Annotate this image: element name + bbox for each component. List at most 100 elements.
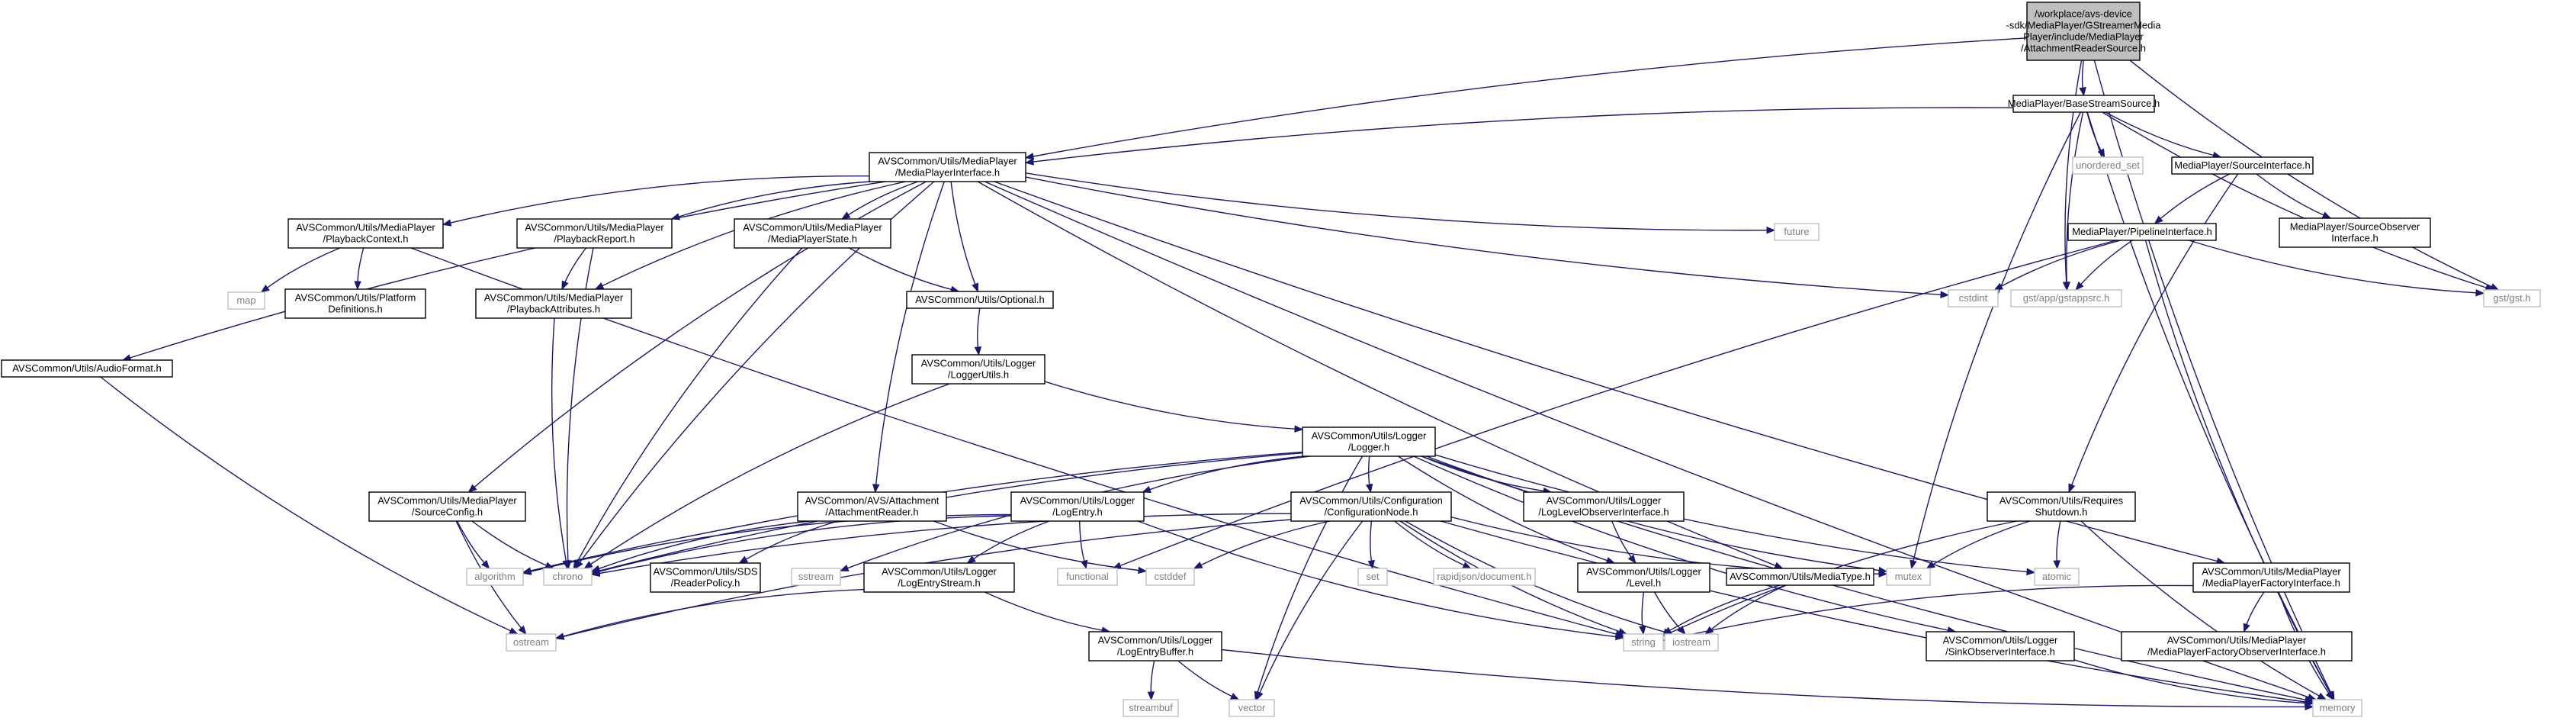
- node-playbackreport[interactable]: AVSCommon/Utils/MediaPlayer/PlaybackRepo…: [516, 218, 673, 249]
- edge-arrowhead: [1193, 562, 1203, 569]
- edge-line: [130, 181, 886, 359]
- node-label: /PlaybackContext.h: [323, 233, 408, 244]
- node-loglevelobs[interactable]: AVSCommon/Utils/Logger/LogLevelObserverI…: [1523, 491, 1685, 522]
- node-playbackctx[interactable]: AVSCommon/Utils/MediaPlayer/PlaybackCont…: [287, 218, 444, 249]
- node-box: [1948, 289, 1999, 307]
- edge-arrowhead: [1993, 282, 2003, 291]
- edge-arrowhead: [573, 559, 581, 570]
- edge-mpiface-to-playbackreport: [670, 181, 871, 220]
- edge-arrowhead: [1024, 153, 1035, 160]
- node-label: /MediaPlayerFactoryInterface.h: [2202, 577, 2340, 588]
- node-pipeline[interactable]: MediaPlayer/PipelineInterface.h: [2067, 223, 2217, 241]
- edge-arrowhead: [2475, 289, 2485, 297]
- edge-mpiface-to-mpstate: [841, 181, 919, 220]
- edge-confignode-to-cstddef: [1193, 520, 1330, 569]
- edge-logger-to-atomic: [1434, 454, 2036, 576]
- node-logentrystream[interactable]: AVSCommon/Utils/Logger/LogEntryStream.h: [863, 562, 1015, 593]
- node-audioformat[interactable]: AVSCommon/Utils/AudioFormat.h: [1, 359, 173, 378]
- node-logentry[interactable]: AVSCommon/Utils/Logger/LogEntry.h: [1010, 491, 1145, 522]
- node-label: streambuf: [1129, 702, 1173, 713]
- edge-sourceiface-to-srcobserver: [2256, 173, 2332, 219]
- edge-mpiface-to-playbackctx: [442, 175, 870, 227]
- node-level[interactable]: AVSCommon/Utils/Logger/Level.h: [1577, 562, 1710, 593]
- node-mpfactory[interactable]: AVSCommon/Utils/MediaPlayer/MediaPlayerF…: [2192, 562, 2350, 593]
- edge-pipeline-to-cstdint: [1993, 240, 2122, 291]
- node-logger[interactable]: AVSCommon/Utils/Logger/Logger.h: [1302, 426, 1436, 457]
- edge-basestream-to-mutex: [1910, 111, 2082, 570]
- edge-basestream-to-sourceiface: [2105, 111, 2222, 159]
- node-confignode[interactable]: AVSCommon/Utils/Configuration/Configurat…: [1290, 491, 1452, 522]
- edge-arrowhead: [509, 627, 519, 635]
- edge-arrowhead: [2154, 215, 2163, 224]
- node-label: AVSCommon/Utils/Logger: [1547, 494, 1662, 506]
- edge-arrowhead: [2317, 692, 2327, 700]
- node-logentrybuffer[interactable]: AVSCommon/Utils/Logger/LogEntryBuffer.h: [1088, 631, 1222, 661]
- node-iostream: iostream: [1664, 633, 1719, 652]
- edge-arrowhead: [1081, 559, 1088, 570]
- edge-line: [599, 452, 1303, 571]
- edge-line: [1033, 37, 2028, 157]
- edge-line: [1611, 520, 1632, 558]
- edge-mpfactory-to-mpfactoryobs: [2243, 591, 2265, 633]
- edge-arrowhead: [467, 484, 477, 493]
- node-playbackattr[interactable]: AVSCommon/Utils/MediaPlayer/PlaybackAttr…: [475, 288, 632, 319]
- node-sstream: sstream: [791, 568, 841, 586]
- node-box: [1623, 633, 1664, 652]
- edge-line: [267, 247, 340, 288]
- node-box: [543, 568, 593, 586]
- node-label: algorithm: [474, 571, 515, 582]
- node-label: AVSCommon/Utils/Optional.h: [915, 294, 1045, 305]
- node-memory: memory: [2312, 699, 2362, 717]
- node-basestream[interactable]: MediaPlayer/BaseStreamSource.h: [2008, 95, 2160, 113]
- edge-arrowhead: [2068, 483, 2076, 494]
- node-readerpolicy[interactable]: AVSCommon/Utils/SDS/ReaderPolicy.h: [650, 562, 761, 593]
- node-attachreader[interactable]: AVSCommon/AVS/Attachment/AttachmentReade…: [797, 491, 947, 522]
- edge-arrowhead: [2325, 690, 2334, 701]
- node-loggerutils[interactable]: AVSCommon/Utils/Logger/LoggerUtils.h: [911, 354, 1045, 385]
- node-label: AVSCommon/Utils/Logger: [1312, 430, 1427, 441]
- node-sinkobs[interactable]: AVSCommon/Utils/Logger/SinkObserverInter…: [1926, 631, 2075, 661]
- node-box: [1302, 426, 1436, 457]
- edge-logger-to-confignode: [1365, 455, 1373, 494]
- node-mediatype[interactable]: AVSCommon/Utils/MediaType.h: [1726, 568, 1874, 586]
- node-label: AVSCommon/Utils/MediaPlayer: [525, 221, 664, 233]
- edge-line: [2000, 240, 2122, 287]
- edge-line: [1670, 584, 2194, 639]
- edge-sourceconfig-to-chrono: [471, 520, 554, 569]
- node-optional[interactable]: AVSCommon/Utils/Optional.h: [906, 291, 1054, 309]
- edge-line: [849, 247, 952, 291]
- edge-line: [1259, 520, 1363, 694]
- node-label: -sdk/MediaPlayer/GStreamerMedia: [2006, 19, 2161, 31]
- edge-line: [1434, 454, 2028, 573]
- node-root[interactable]: /workplace/avs-device-sdk/MediaPlayer/GS…: [2006, 2, 2161, 61]
- edge-line: [2246, 591, 2265, 625]
- edge-playbackreport-to-playbackattr: [561, 247, 587, 291]
- node-box: [1774, 223, 1820, 241]
- node-mpstate[interactable]: AVSCommon/Utils/MediaPlayer/MediaPlayerS…: [734, 218, 891, 249]
- edge-arrowhead: [1878, 570, 1888, 578]
- node-mpfactoryobs[interactable]: AVSCommon/Utils/MediaPlayer/MediaPlayerF…: [2121, 631, 2353, 661]
- edge-root-to-basestream: [2079, 60, 2086, 97]
- edge-playbackattr-to-chrono: [551, 317, 570, 570]
- node-box: [1664, 633, 1719, 652]
- edge-basestream-to-mpiface: [1024, 107, 2014, 166]
- node-box: [1577, 562, 1710, 593]
- node-ostream: ostream: [506, 633, 557, 652]
- edge-arrowhead: [1639, 626, 1646, 636]
- node-label: /Logger.h: [1348, 441, 1389, 452]
- edge-line: [1079, 520, 1085, 562]
- node-sourceconfig[interactable]: AVSCommon/Utils/MediaPlayer/SourceConfig…: [368, 491, 526, 522]
- node-box: [2026, 2, 2141, 61]
- edge-arrowhead: [1766, 227, 1776, 234]
- node-label: set: [1366, 571, 1380, 582]
- node-label: AVSCommon/Utils/MediaPlayer: [377, 494, 517, 506]
- node-sourceiface[interactable]: MediaPlayer/SourceInterface.h: [2171, 156, 2314, 175]
- edge-line: [933, 520, 1139, 571]
- edge-loggerutils-to-chrono: [583, 383, 950, 569]
- node-mpiface[interactable]: AVSCommon/Utils/MediaPlayer/MediaPlayerI…: [869, 152, 1026, 182]
- node-label: /MediaPlayerInterface.h: [895, 166, 1000, 178]
- node-label: AVSCommon/Utils/MediaPlayer: [296, 221, 435, 233]
